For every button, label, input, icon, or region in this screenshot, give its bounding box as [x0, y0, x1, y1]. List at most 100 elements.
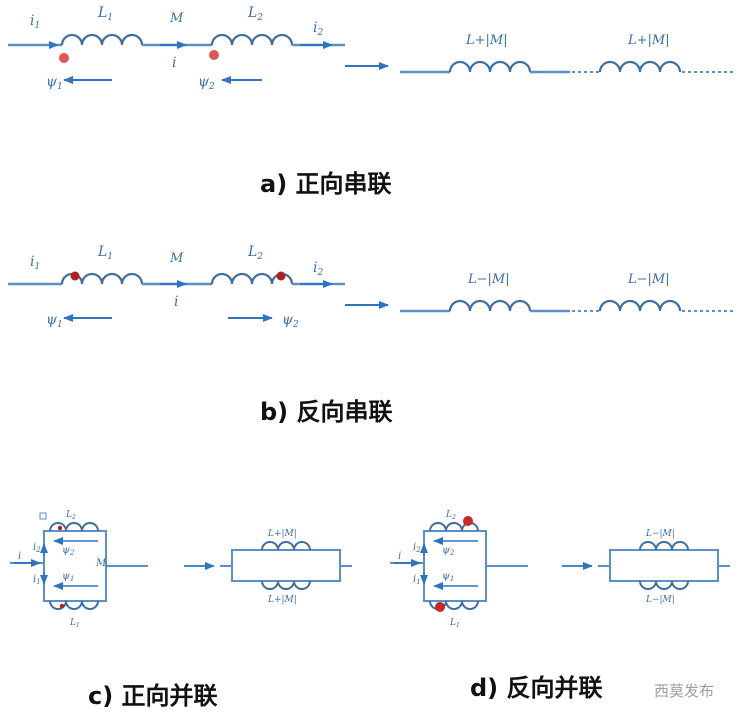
svg-text:L2: L2 — [247, 244, 263, 262]
label-L1: L — [97, 5, 107, 21]
label-M: M — [169, 251, 184, 266]
label-L-plus-M: L+|M| — [267, 529, 297, 539]
label-L2-sub: 2 — [256, 252, 263, 262]
polarity-dot — [276, 271, 286, 281]
label-psi2: ψ — [282, 312, 294, 328]
label-L2-sub: 2 — [451, 514, 456, 521]
panel-d-parallel-opposing: i i2 i1 ψ2 ψ1 L2 L1 L−|M| L−|M| — [390, 510, 730, 629]
inductor-L1 — [49, 600, 99, 610]
polarity-dot — [435, 602, 445, 612]
label-L1: L — [97, 244, 107, 260]
label-L-minus-M: L−|M| — [627, 272, 670, 287]
label-i2: i — [413, 542, 416, 553]
label-psi2-sub: 2 — [69, 549, 75, 557]
label-i2: i — [313, 260, 317, 276]
label-L1-sub: 1 — [76, 622, 80, 629]
inductor-L2 — [49, 522, 99, 532]
equivalent-inductor — [639, 541, 689, 551]
svg-text:i1: i1 — [30, 13, 40, 31]
label-i2: i — [33, 542, 36, 553]
label-psi1: ψ — [46, 312, 58, 328]
panel-a-series-aiding: i1 L1 M L2 i2 i ψ1 ψ2 L+|M| L+|M| — [8, 5, 735, 92]
label-psi2: ψ — [442, 545, 450, 556]
inductor-L2 — [210, 33, 294, 46]
label-L2: L — [247, 244, 257, 260]
label-i1-sub: 1 — [34, 262, 40, 272]
inductor-L1 — [60, 33, 144, 46]
svg-text:ψ2: ψ2 — [282, 312, 299, 330]
label-psi2-sub: 2 — [292, 320, 299, 330]
label-L1-sub: 1 — [456, 622, 460, 629]
label-i2: i — [313, 20, 317, 36]
label-L1: L — [449, 618, 456, 628]
svg-text:ψ2: ψ2 — [62, 545, 75, 557]
label-i: i — [18, 551, 21, 562]
label-i1: i — [30, 13, 34, 29]
label-L2: L — [445, 510, 452, 520]
label-L-plus-M: L+|M| — [627, 33, 670, 48]
label-L2: L — [247, 5, 257, 21]
svg-text:ψ2: ψ2 — [442, 545, 455, 557]
polarity-dot — [59, 603, 65, 609]
caption-c: c) 正向并联 — [88, 682, 218, 710]
label-i1: i — [33, 574, 36, 585]
label-i1-sub: 1 — [34, 21, 40, 31]
polarity-dot — [59, 53, 69, 63]
svg-text:ψ1: ψ1 — [442, 571, 454, 583]
svg-text:i2: i2 — [313, 260, 323, 278]
label-i1-sub: 1 — [36, 578, 40, 586]
svg-text:L1: L1 — [97, 5, 113, 23]
equivalent-inductor — [598, 299, 682, 312]
polarity-dot — [463, 516, 473, 526]
label-L1: L — [69, 618, 76, 628]
svg-text:L1: L1 — [69, 618, 80, 629]
equivalent-inductor — [598, 60, 682, 73]
caption-d: d) 反向并联 — [470, 674, 603, 702]
label-M: M — [95, 558, 107, 569]
label-i: i — [172, 55, 176, 71]
label-L2-sub: 2 — [71, 514, 76, 521]
label-psi1: ψ — [62, 571, 70, 582]
label-i2-sub: 2 — [316, 268, 323, 278]
label-psi1-sub: 1 — [57, 82, 63, 92]
label-psi2: ψ — [62, 545, 70, 556]
label-i2-sub: 2 — [35, 546, 41, 554]
label-L1-sub: 1 — [107, 252, 113, 262]
label-i1-sub: 1 — [416, 578, 420, 586]
svg-text:L2: L2 — [247, 5, 263, 23]
label-i2-sub: 2 — [415, 546, 421, 554]
label-L-minus-M: L−|M| — [645, 595, 675, 605]
label-L2-sub: 2 — [256, 13, 263, 23]
watermark: 西莫发布 — [654, 682, 715, 700]
label-M: M — [169, 11, 184, 26]
svg-text:i2: i2 — [313, 20, 323, 38]
label-psi2-sub: 2 — [449, 549, 455, 557]
polarity-dot — [57, 525, 63, 531]
svg-text:ψ2: ψ2 — [198, 74, 215, 92]
equivalent-inductor — [448, 299, 532, 312]
caption-b: b) 反向串联 — [260, 398, 393, 426]
label-L-minus-M: L−|M| — [467, 272, 510, 287]
polarity-dot — [70, 271, 80, 281]
svg-text:ψ1: ψ1 — [46, 74, 63, 92]
label-L1-sub: 1 — [107, 13, 113, 23]
label-psi1: ψ — [46, 74, 58, 90]
equivalent-inductor — [261, 541, 311, 551]
label-L-minus-M: L−|M| — [645, 529, 675, 539]
label-i1: i — [30, 254, 34, 270]
svg-text:L2: L2 — [445, 510, 456, 521]
label-psi1: ψ — [442, 571, 450, 582]
equivalent-inductor — [448, 60, 532, 73]
label-psi1-sub: 1 — [57, 320, 63, 330]
label-i1: i — [413, 574, 416, 585]
label-i2-sub: 2 — [316, 28, 323, 38]
label-psi2-sub: 2 — [208, 82, 215, 92]
caption-a: a) 正向串联 — [260, 170, 392, 198]
svg-text:i1: i1 — [413, 574, 421, 586]
equivalent-inductor — [261, 580, 311, 590]
svg-text:i1: i1 — [30, 254, 40, 272]
svg-text:i2: i2 — [413, 542, 421, 554]
label-i: i — [174, 294, 178, 310]
label-L-plus-M: L+|M| — [267, 595, 297, 605]
